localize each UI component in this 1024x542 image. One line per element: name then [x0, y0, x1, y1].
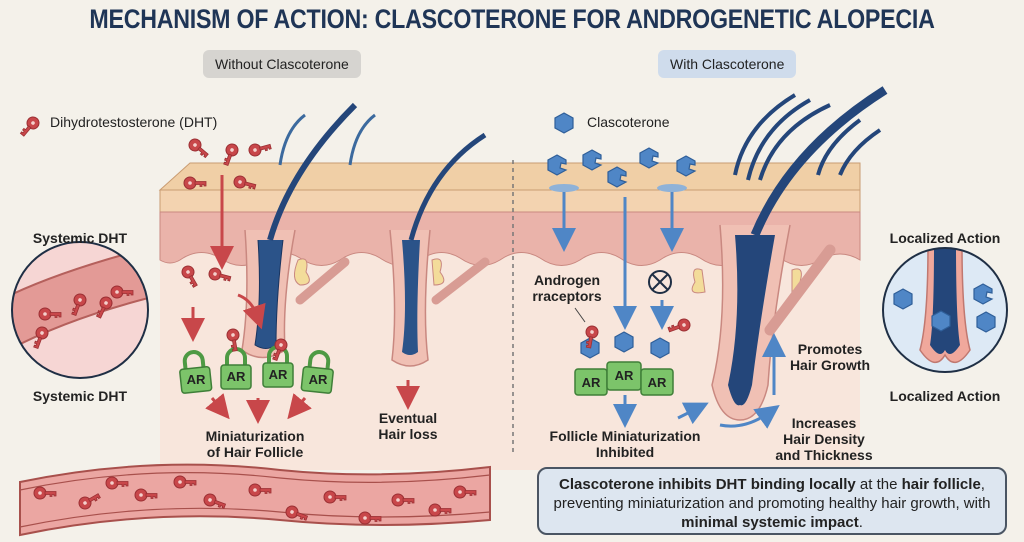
blocked-icon	[648, 270, 672, 294]
inhibited-line-2: Inhibited	[595, 444, 655, 460]
healthy-follicle	[691, 86, 888, 421]
receptor-label: AR	[308, 372, 328, 387]
dht-legend-icon	[17, 114, 42, 140]
density-arrow	[719, 404, 780, 429]
summary-part: hair follicle	[901, 476, 981, 493]
promotes-label: Promotes Hair Growth	[780, 341, 880, 373]
page-title: MECHANISM OF ACTION: CLASCOTERONE FOR AN…	[89, 4, 935, 34]
outcome-arrow	[205, 393, 230, 420]
hair-strand	[733, 93, 797, 176]
short-hair	[278, 113, 306, 166]
outcome-arrow	[677, 402, 709, 425]
bound-clascoterone	[650, 337, 670, 359]
receptor-label: AR	[614, 368, 634, 383]
bound-clascoterone	[614, 331, 634, 353]
dht-key	[186, 136, 212, 161]
vellus-hair-follicle	[389, 132, 490, 367]
increases-line-3: and Thickness	[775, 447, 873, 463]
clascoterone-molecule	[976, 311, 996, 333]
summary-part: Clascoterone inhibits DHT binding locall…	[559, 476, 856, 493]
hair-strand	[838, 128, 882, 176]
summary-part: minimal systemic impact	[681, 514, 859, 531]
localized-action-inset	[882, 247, 1008, 373]
summary-box: Clascoterone inhibits DHT binding locall…	[537, 467, 1007, 535]
hair-loss-line-2: Hair loss	[378, 426, 438, 442]
increases-label: Increases Hair Density and Thickness	[768, 415, 880, 463]
absorption-site	[657, 184, 687, 192]
increases-line-1: Increases	[791, 415, 857, 431]
hair-strand	[758, 103, 831, 181]
outcome-arrow	[287, 393, 312, 420]
systemic-dht-label-top: Systemic DHT	[32, 230, 128, 246]
receptor-label: AR	[647, 375, 667, 390]
hair-loss-line-1: Eventual	[378, 410, 438, 426]
hair-strand	[816, 118, 862, 176]
receptor-label: AR	[581, 375, 601, 390]
hair-strand	[746, 98, 811, 181]
androgen-receptors-line-2: rraceptors	[532, 288, 602, 304]
clascoterone-molecule	[582, 149, 602, 171]
systemic-dht-label-bottom: Systemic DHT	[32, 388, 128, 404]
increases-line-2: Hair Density	[783, 431, 865, 447]
clascoterone-molecule	[639, 147, 659, 169]
clascoterone-molecule	[931, 310, 951, 332]
dht-key	[247, 139, 273, 158]
inhibited-label: Follicle Miniaturization Inhibited	[535, 428, 715, 460]
receptor-label: AR	[226, 369, 246, 384]
summary-part: .	[858, 514, 863, 531]
miniaturization-line-2: of Hair Follicle	[206, 444, 304, 460]
hair-loss-label: Eventual Hair loss	[363, 410, 453, 442]
summary-part: at the	[855, 476, 902, 493]
absorption-site	[549, 184, 579, 192]
label-pointer	[574, 307, 586, 323]
summary-part: , preventing miniaturization and promoti…	[553, 476, 991, 512]
systemic-dht-inset	[11, 241, 149, 379]
miniaturization-label: Miniaturization of Hair Follicle	[185, 428, 325, 460]
panel-label-without: Without Clascoterone	[203, 50, 361, 78]
miniaturization-line-1: Miniaturization	[205, 428, 305, 444]
promotes-line-2: Hair Growth	[789, 357, 871, 373]
androgen-receptor-block	[640, 368, 674, 396]
localized-label-bottom: Localized Action	[889, 388, 1001, 404]
dht-arrow	[237, 293, 266, 330]
clascoterone-legend-label: Clascoterone	[587, 114, 670, 130]
receptor-label: AR	[186, 372, 206, 387]
clascoterone-legend-icon	[554, 112, 574, 134]
dht-legend-label: Dihydrotestosterone (DHT)	[50, 114, 218, 130]
androgen-receptors-line-1: Androgen	[533, 272, 601, 288]
clascoterone-molecule	[893, 288, 913, 310]
short-hair	[348, 113, 376, 166]
localized-label-top: Localized Action	[889, 230, 1001, 246]
receptor-label: AR	[268, 367, 288, 382]
epidermis-layer	[159, 189, 861, 213]
inhibited-line-1: Follicle Miniaturization	[549, 428, 701, 444]
panel-label-with: With Clascoterone	[658, 50, 797, 78]
epidermis-top	[158, 162, 861, 191]
androgen-receptors-label: Androgen rraceptors	[527, 272, 607, 304]
promotes-line-1: Promotes	[797, 341, 863, 357]
